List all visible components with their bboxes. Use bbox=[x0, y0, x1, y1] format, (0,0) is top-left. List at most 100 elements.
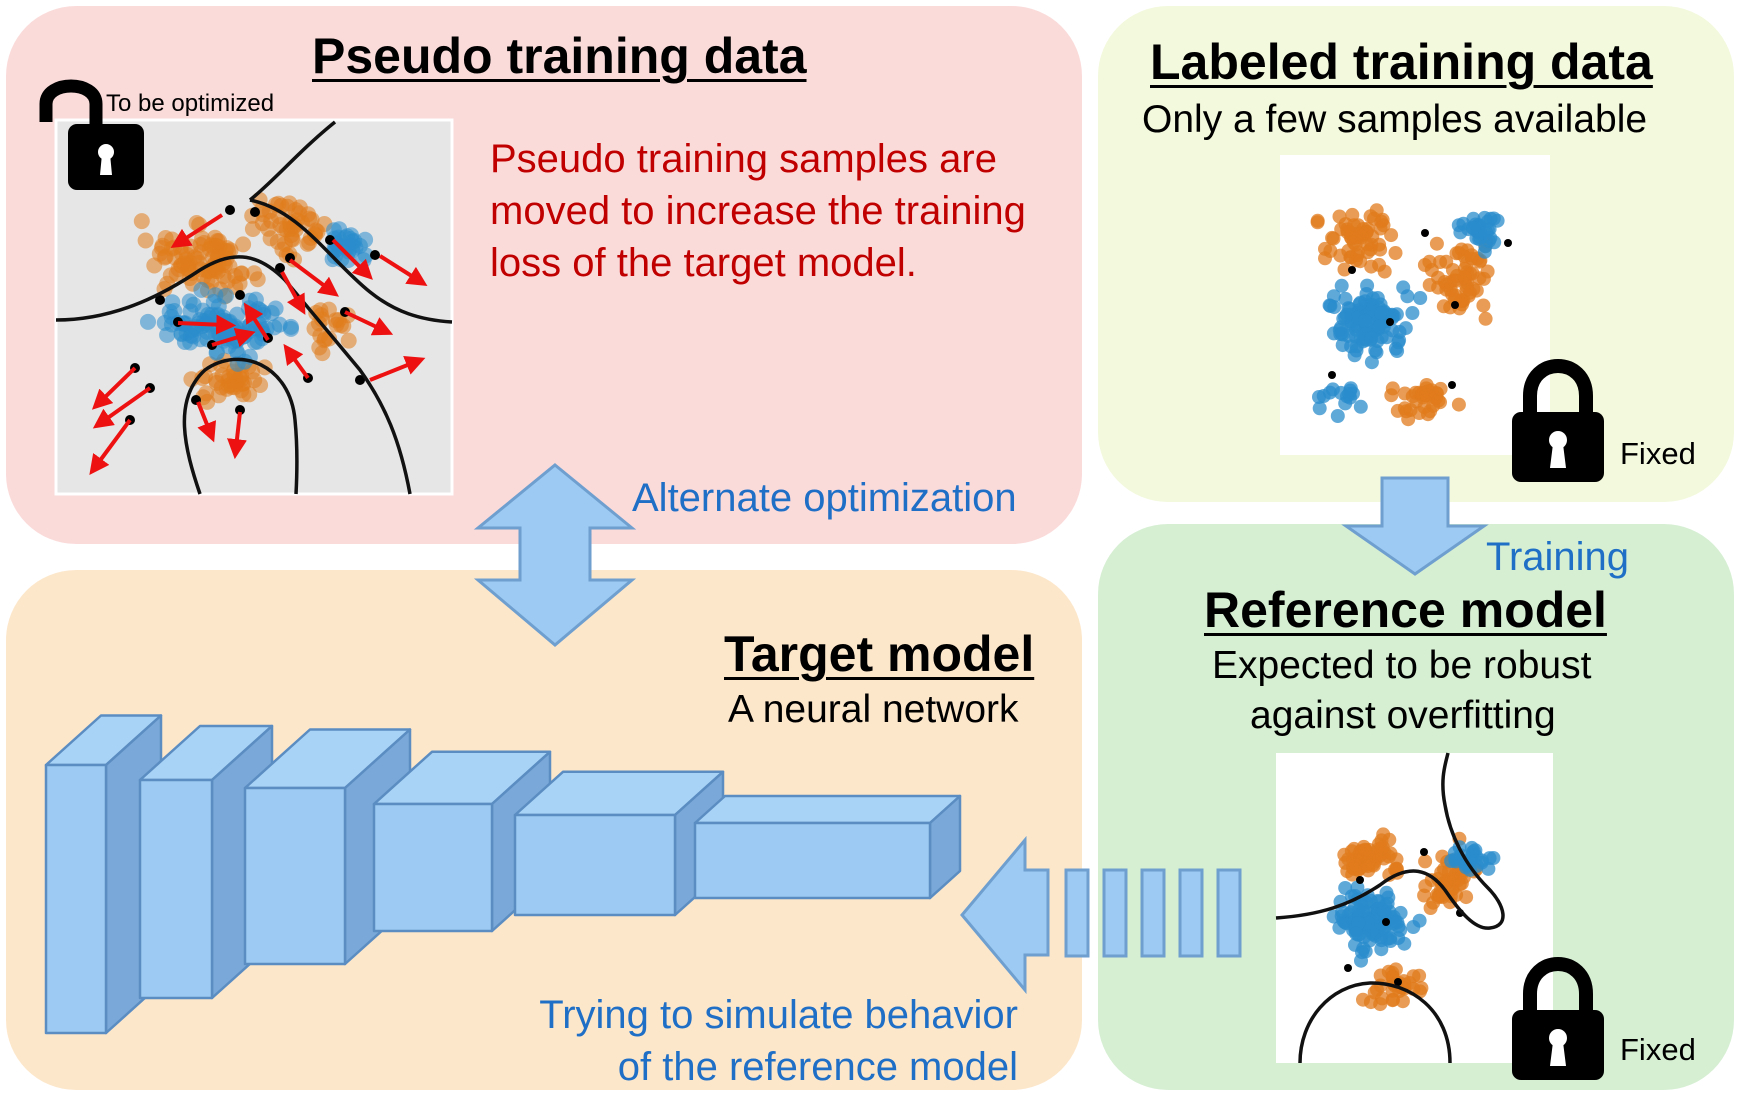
sample-point bbox=[1466, 220, 1481, 235]
sample-point bbox=[291, 205, 308, 222]
reference-panel-subtitle-line-1: Expected to be robust bbox=[1212, 644, 1592, 687]
sample-point bbox=[1390, 403, 1405, 418]
sample-point bbox=[1337, 847, 1352, 862]
pseudo-movement-arrows bbox=[89, 213, 428, 476]
reference-sample-points bbox=[1326, 827, 1501, 1012]
reference-scatter-plot bbox=[1276, 753, 1553, 1063]
sample-point bbox=[1391, 335, 1406, 350]
sample-point bbox=[1400, 289, 1415, 304]
sample-point bbox=[1439, 254, 1454, 269]
labeled-point bbox=[1394, 978, 1402, 986]
sample-point bbox=[1413, 291, 1428, 305]
labeled-sample-points bbox=[1310, 203, 1512, 427]
neural-network-layers bbox=[44, 714, 962, 1035]
sample-point bbox=[166, 303, 183, 319]
pseudo-description-line-2: moved to increase the training bbox=[490, 189, 1026, 233]
sample-point bbox=[1349, 926, 1364, 941]
sample-point bbox=[1443, 895, 1457, 910]
sample-point bbox=[1367, 985, 1382, 1000]
sample-point bbox=[1356, 941, 1371, 956]
reference-panel-title: Reference model bbox=[1204, 582, 1607, 638]
sample-point bbox=[1486, 851, 1501, 865]
sample-point bbox=[1368, 343, 1383, 358]
reference-fixed-label: Fixed bbox=[1620, 1032, 1696, 1067]
pseudo-sample-points bbox=[125, 191, 380, 425]
alternate-optimization-arrow bbox=[473, 463, 637, 647]
pseudo-description-line-1: Pseudo training samples are bbox=[490, 137, 997, 181]
sample-point bbox=[340, 332, 357, 349]
target-note-line-1: Trying to simulate behavior bbox=[539, 993, 1018, 1037]
sample-point bbox=[1375, 840, 1390, 855]
labeled-point bbox=[1328, 371, 1336, 379]
sample-point bbox=[133, 213, 150, 230]
sample-point bbox=[1436, 299, 1451, 314]
sample-point bbox=[1417, 888, 1432, 903]
sample-point bbox=[1392, 324, 1407, 339]
labeled-point bbox=[275, 263, 285, 273]
sample-point bbox=[327, 312, 344, 329]
sample-point bbox=[1476, 298, 1491, 313]
sample-point bbox=[1353, 295, 1368, 310]
sample-point bbox=[233, 265, 250, 282]
pseudo-description-line-3: loss of the target model. bbox=[490, 241, 917, 285]
sample-point bbox=[1412, 968, 1427, 983]
sample-point bbox=[1341, 243, 1356, 258]
sample-point bbox=[1342, 387, 1357, 401]
layer-block-face bbox=[138, 778, 214, 1000]
sample-point bbox=[1330, 409, 1345, 423]
sample-point bbox=[1433, 381, 1448, 396]
sample-point bbox=[1367, 211, 1381, 226]
locked-padlock-icon bbox=[1512, 957, 1604, 1080]
reference-panel-subtitle-line-2: against overfitting bbox=[1250, 694, 1556, 737]
sample-point bbox=[1418, 854, 1433, 869]
sample-point bbox=[1353, 399, 1368, 414]
sample-point bbox=[1450, 268, 1464, 283]
to-be-optimized-label: To be optimized bbox=[106, 90, 275, 117]
sample-point bbox=[1384, 228, 1399, 243]
sample-point bbox=[1332, 322, 1347, 337]
labeled-point bbox=[225, 205, 235, 215]
sample-point bbox=[1388, 246, 1403, 260]
labeled-point bbox=[1448, 381, 1456, 389]
sample-point bbox=[1364, 331, 1379, 346]
sample-point bbox=[1358, 843, 1373, 858]
sample-point bbox=[159, 327, 176, 343]
sample-point bbox=[1365, 291, 1380, 306]
labeled-point bbox=[1420, 848, 1428, 856]
unlocked-padlock-icon bbox=[39, 79, 144, 190]
sample-point bbox=[282, 318, 299, 335]
sample-point bbox=[1420, 384, 1435, 399]
sample-point bbox=[1352, 861, 1367, 876]
labeled-point bbox=[250, 207, 260, 217]
sample-point bbox=[1364, 355, 1379, 370]
labeled-point bbox=[1386, 318, 1394, 326]
sample-point bbox=[1344, 339, 1359, 354]
layer-block-face bbox=[243, 786, 347, 966]
sample-point bbox=[137, 232, 154, 249]
sample-point bbox=[1335, 904, 1350, 919]
sample-point bbox=[1464, 248, 1479, 263]
sample-point bbox=[1354, 953, 1368, 968]
sample-point bbox=[182, 303, 199, 320]
sample-point bbox=[357, 231, 374, 248]
sample-point bbox=[312, 302, 329, 319]
sample-point bbox=[1334, 278, 1349, 293]
labeled-panel-subtitle: Only a few samples available bbox=[1142, 98, 1648, 141]
sample-point bbox=[210, 387, 227, 404]
sample-point bbox=[1379, 924, 1394, 939]
sample-point bbox=[1372, 319, 1387, 334]
sample-point bbox=[1431, 280, 1446, 295]
sample-point bbox=[1370, 893, 1385, 908]
labeled-point bbox=[1356, 876, 1364, 884]
sample-point bbox=[1332, 209, 1347, 224]
sample-point bbox=[1430, 887, 1445, 902]
sample-point bbox=[1405, 306, 1420, 320]
sample-point bbox=[1312, 401, 1327, 416]
sample-point bbox=[176, 334, 193, 350]
sample-point bbox=[1340, 222, 1355, 237]
sample-point bbox=[1337, 262, 1352, 277]
layer-block-face bbox=[372, 802, 494, 933]
sample-point bbox=[140, 313, 156, 330]
sample-point bbox=[1447, 872, 1462, 887]
labeled-point bbox=[355, 375, 365, 385]
